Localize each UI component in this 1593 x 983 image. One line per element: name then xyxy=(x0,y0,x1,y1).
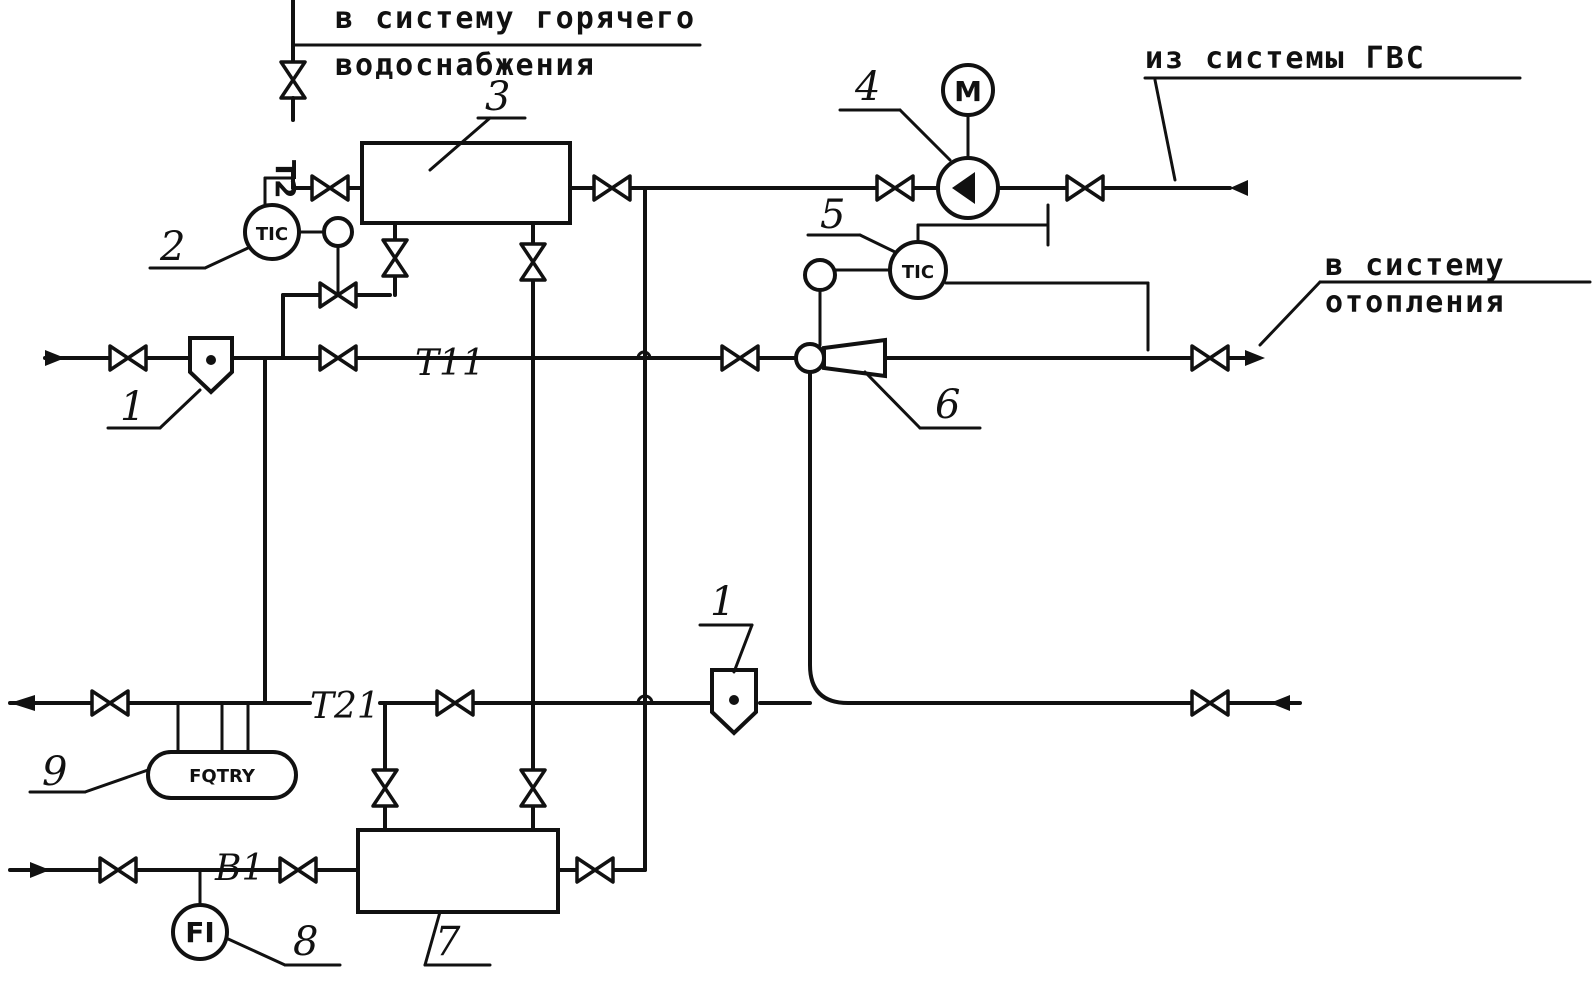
elevator-nozzle xyxy=(794,342,826,374)
actuator-elevator xyxy=(803,258,837,292)
valve-supply-inlet xyxy=(108,344,148,372)
valve-t21-return xyxy=(435,689,475,717)
valve-b1 xyxy=(278,856,318,884)
label-hot-water-supply-line2: водоснабжения xyxy=(335,48,596,83)
hot-water-supply-branch: T2 xyxy=(263,0,702,212)
label-heating-line2: отопления xyxy=(1325,285,1506,320)
meter-label: FQTRY xyxy=(189,766,256,787)
callout-2: 2 xyxy=(159,224,185,270)
callout-6: 6 xyxy=(935,382,960,428)
motor xyxy=(941,63,995,117)
valve-hot-water-outlet xyxy=(279,60,307,100)
pipe-label-b1: B1 xyxy=(214,848,264,889)
callout-1-left: 1 xyxy=(120,384,145,430)
callout-5: 5 xyxy=(820,192,845,238)
supply-line-t11 xyxy=(43,344,797,372)
valve-heater3-hot-side xyxy=(310,174,350,202)
actuator-heater3 xyxy=(322,216,354,248)
tic-right-label: TIC xyxy=(902,262,934,283)
label-heating-line1: в систему xyxy=(1325,248,1506,283)
valve-heater3-drain xyxy=(381,238,409,278)
pipe-label-t21: T21 xyxy=(310,686,380,727)
heat-exchanger-7 xyxy=(356,828,560,914)
return-line-t21 xyxy=(8,689,812,717)
valve-heater3-return xyxy=(519,242,547,282)
callout-9: 9 xyxy=(42,749,67,795)
callout-3: 3 xyxy=(485,74,510,120)
pipe-label-t11: T11 xyxy=(415,343,485,384)
valve-t11-supply xyxy=(318,344,358,372)
tic-left-label: TIC xyxy=(256,224,288,245)
callout-4: 4 xyxy=(854,64,880,110)
valve-return-outlet xyxy=(90,689,130,717)
flow-indicator-8 xyxy=(171,903,229,961)
valve-heating-return xyxy=(1190,689,1230,717)
valve-heater7-outlet xyxy=(575,856,615,884)
callout-1-bottom: 1 xyxy=(710,579,735,625)
motor-label: M xyxy=(954,75,982,108)
callout-7: 7 xyxy=(435,919,461,965)
valve-heater7-supply xyxy=(519,768,547,808)
valve-heater7-return xyxy=(371,768,399,808)
valve-heating-outlet xyxy=(1190,344,1230,372)
label-from-hws: из системы ГВС xyxy=(1145,41,1426,76)
valve-cold-water-inlet xyxy=(98,856,138,884)
valve-supply-to-elevator xyxy=(720,344,760,372)
callout-8: 8 xyxy=(293,919,318,965)
heat-exchanger-3 xyxy=(360,141,572,225)
valve-heater3-outlet xyxy=(592,174,632,202)
flow-indicator-label: FI xyxy=(185,916,215,949)
heat-meter-9 xyxy=(146,750,298,800)
label-hot-water-supply-line1: в систему горячего xyxy=(335,1,696,36)
valve-pump-suction xyxy=(875,174,915,202)
valve-pump-discharge xyxy=(1065,174,1105,202)
elevator-6 xyxy=(822,337,887,379)
